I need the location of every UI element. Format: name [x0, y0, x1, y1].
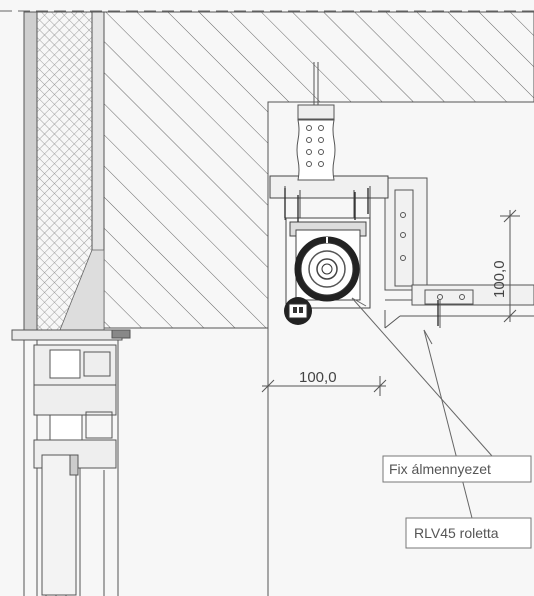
dimension-vertical-label: 100,0: [491, 260, 508, 298]
roller-drum: [294, 236, 360, 302]
callout-ceiling-label: Fix álmennyezet: [389, 461, 491, 477]
dimension-horizontal-label: 100,0: [299, 369, 337, 386]
leader-lines: [351, 297, 493, 519]
callout-ceiling-box: [382, 455, 532, 483]
callout-roller-label: RLV45 roletta: [414, 525, 499, 541]
dimension-vertical: [500, 209, 520, 323]
screws: [284, 188, 439, 326]
wall-outer-layer: [23, 11, 38, 331]
callout-roller-box: [405, 517, 532, 549]
motor-end-cap: [284, 297, 312, 325]
suspended-ceiling-profile: [384, 177, 534, 329]
dimension-horizontal: [261, 376, 387, 396]
window-frame: [11, 329, 131, 596]
ceiling-box: [267, 101, 534, 596]
hanger-bracket: [296, 62, 336, 181]
